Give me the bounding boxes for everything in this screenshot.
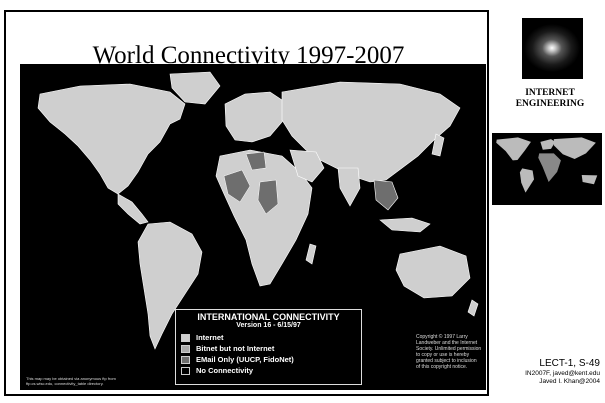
north-america-shape [37,83,186,195]
galaxy-thumbnail [522,18,583,79]
central-america-shape [117,193,149,225]
legend-swatch [181,355,190,364]
galaxy-image [522,18,583,79]
europe-shape [224,91,289,143]
asia-shape [281,81,461,183]
legend-item-none: No Connectivity [181,365,356,376]
australia-shape [395,245,471,299]
north-africa-email-region [245,151,267,171]
madagascar-shape [305,243,317,265]
middle-east-shape [289,149,325,183]
indonesia-shape [379,217,431,233]
japan-shape [431,133,445,157]
world-map-graphic [20,64,486,390]
legend-version: Version 16 - 6/15/97 [236,322,301,329]
legend-item-email: EMail Only (UUCP, FidoNet) [181,354,356,365]
legend-item-bitnet: Bitnet but not Internet [181,343,356,354]
map-copyright: Copyright © 1997 Larry Landweber and the… [416,334,482,370]
southeast-asia-shape [373,179,399,211]
world-map-thumbnail [492,133,602,205]
brand-line-2: ENGINEERING [515,99,585,109]
author-credit: Javed I. Khan@2004 [539,378,600,385]
brand-line-1: INTERNET [525,88,575,98]
greenland-shape [169,71,221,105]
legend-label: Bitnet but not Internet [196,344,275,353]
course-brand: INTERNET ENGINEERING [495,88,605,110]
legend-label: No Connectivity [196,366,254,375]
new-zealand-shape [467,299,479,317]
map-note: This map may be obtained via anonymous f… [26,376,116,386]
legend-title: INTERNATIONAL CONNECTIVITY [197,312,340,322]
legend-swatch [181,366,190,375]
west-africa-email-region [223,169,251,203]
south-america-shape [137,221,203,350]
legend-item-internet: Internet [181,332,356,343]
slide-number: LECT-1, S-49 [539,358,600,369]
central-africa-email-region [257,179,279,215]
map-legend: INTERNATIONAL CONNECTIVITY Version 16 - … [175,309,362,385]
legend-label: EMail Only (UUCP, FidoNet) [196,355,294,364]
course-email: IN2007F, javed@kent.edu [525,370,600,377]
world-connectivity-map: INTERNATIONAL CONNECTIVITY Version 16 - … [20,64,486,390]
slide-footer: LECT-1, S-49 IN2007F, javed@kent.edu Jav… [525,358,600,386]
thumbnail-map-graphic [492,133,602,205]
legend-label: Internet [196,333,224,342]
legend-swatch [181,333,190,342]
india-shape [337,167,361,207]
legend-swatch [181,344,190,353]
